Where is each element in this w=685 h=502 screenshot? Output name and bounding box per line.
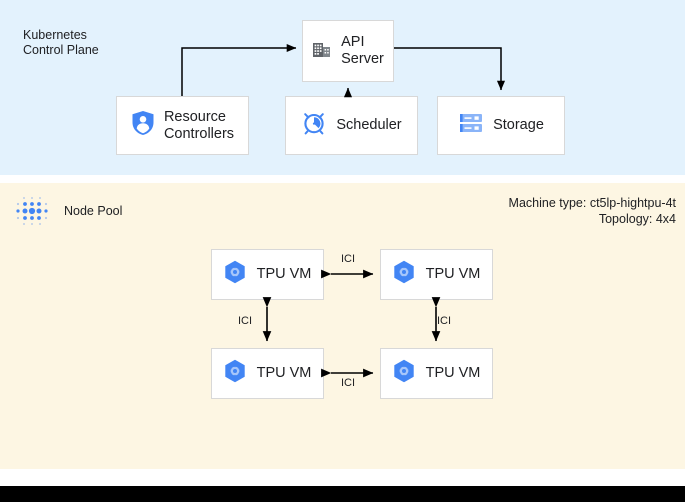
node-resource-controllers[interactable]: Resource Controllers xyxy=(116,96,249,155)
tpu-hexagon-icon xyxy=(393,359,415,388)
tpu-hexagon-icon xyxy=(224,260,246,289)
node-storage-label: Storage xyxy=(493,117,544,133)
node-pool-title: Node Pool xyxy=(64,204,123,218)
ici-label-left: ICI xyxy=(238,315,253,327)
machine-info: Machine type: ct5lp-hightpu-4t Topology:… xyxy=(509,195,676,227)
ici-label-bottom: ICI xyxy=(341,377,356,389)
server-rack-icon xyxy=(458,110,484,141)
topology-label: Topology: 4x4 xyxy=(598,212,676,226)
ici-label-top: ICI xyxy=(341,253,356,265)
machine-type-label: Machine type: ct5lp-hightpu-4t xyxy=(508,196,676,210)
node-api-server[interactable]: API Server xyxy=(302,20,394,82)
building-server-icon xyxy=(312,39,332,64)
node-resource-controllers-label: Resource Controllers xyxy=(163,108,235,142)
node-tpu-vm-2-label: TPU VM xyxy=(425,266,481,282)
node-storage[interactable]: Storage xyxy=(437,96,565,155)
node-scheduler-label: Scheduler xyxy=(336,117,402,133)
node-tpu-vm-3-label: TPU VM xyxy=(256,365,312,381)
node-tpu-vm-3[interactable]: TPU VM xyxy=(211,348,324,399)
node-tpu-vm-4-label: TPU VM xyxy=(425,365,481,381)
node-api-server-label: API Server xyxy=(341,34,384,67)
node-pool-section xyxy=(0,183,685,469)
node-scheduler[interactable]: Scheduler xyxy=(285,96,418,155)
tpu-hexagon-icon xyxy=(393,260,415,289)
control-plane-title: Kubernetes Control Plane xyxy=(23,28,99,57)
node-tpu-vm-1[interactable]: TPU VM xyxy=(211,249,324,300)
node-tpu-vm-4[interactable]: TPU VM xyxy=(380,348,493,399)
tpu-hexagon-icon xyxy=(224,359,246,388)
alarm-clock-icon xyxy=(301,110,327,141)
bottom-bar xyxy=(0,486,685,502)
node-tpu-vm-2[interactable]: TPU VM xyxy=(380,249,493,300)
node-pool-dots-icon xyxy=(14,194,50,230)
shield-person-icon xyxy=(131,110,155,141)
node-tpu-vm-1-label: TPU VM xyxy=(256,266,312,282)
ici-label-right: ICI xyxy=(437,315,452,327)
